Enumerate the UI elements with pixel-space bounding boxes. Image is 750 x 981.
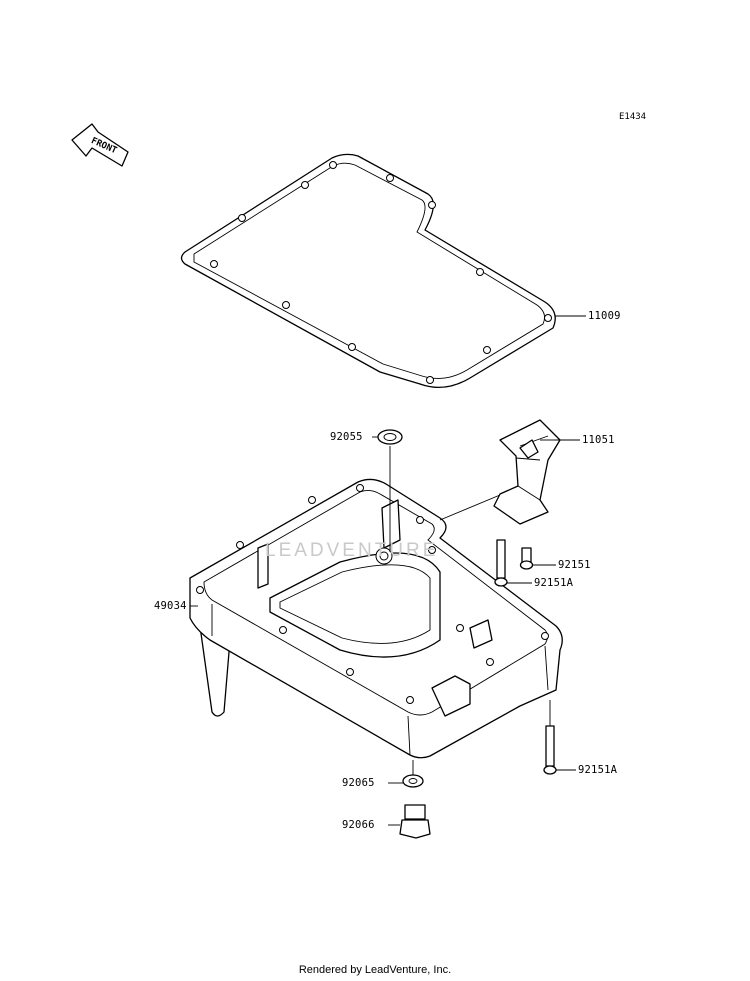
callout-49034: 49034 bbox=[154, 600, 187, 612]
callout-92066: 92066 bbox=[342, 819, 375, 831]
bolt-92151a-upper bbox=[494, 539, 508, 587]
gasket-11009 bbox=[180, 153, 556, 389]
leader-lines bbox=[190, 315, 586, 826]
callout-11009: 11009 bbox=[588, 310, 621, 322]
seal-92055 bbox=[377, 429, 403, 445]
callout-92151a-upper: 92151A bbox=[534, 577, 574, 589]
footer-credit: Rendered by LeadVenture, Inc. bbox=[298, 964, 452, 976]
callout-92055: 92055 bbox=[330, 431, 363, 443]
bolt-92151 bbox=[519, 547, 534, 570]
callout-92151a-lower: 92151A bbox=[578, 764, 618, 776]
callout-92151: 92151 bbox=[558, 559, 591, 571]
bolt-92151a-lower bbox=[543, 725, 557, 775]
oil-pan-49034 bbox=[189, 478, 563, 759]
bracket-11051 bbox=[493, 419, 561, 525]
callout-11051: 11051 bbox=[582, 434, 615, 446]
front-arrow-icon: FRONT bbox=[71, 123, 129, 167]
drain-plug-92066 bbox=[399, 804, 431, 839]
washer-92065 bbox=[402, 774, 424, 788]
diagram-code: E1434 bbox=[619, 112, 647, 122]
watermark: LEADVENTURE bbox=[265, 540, 439, 561]
callout-92065: 92065 bbox=[342, 777, 375, 789]
